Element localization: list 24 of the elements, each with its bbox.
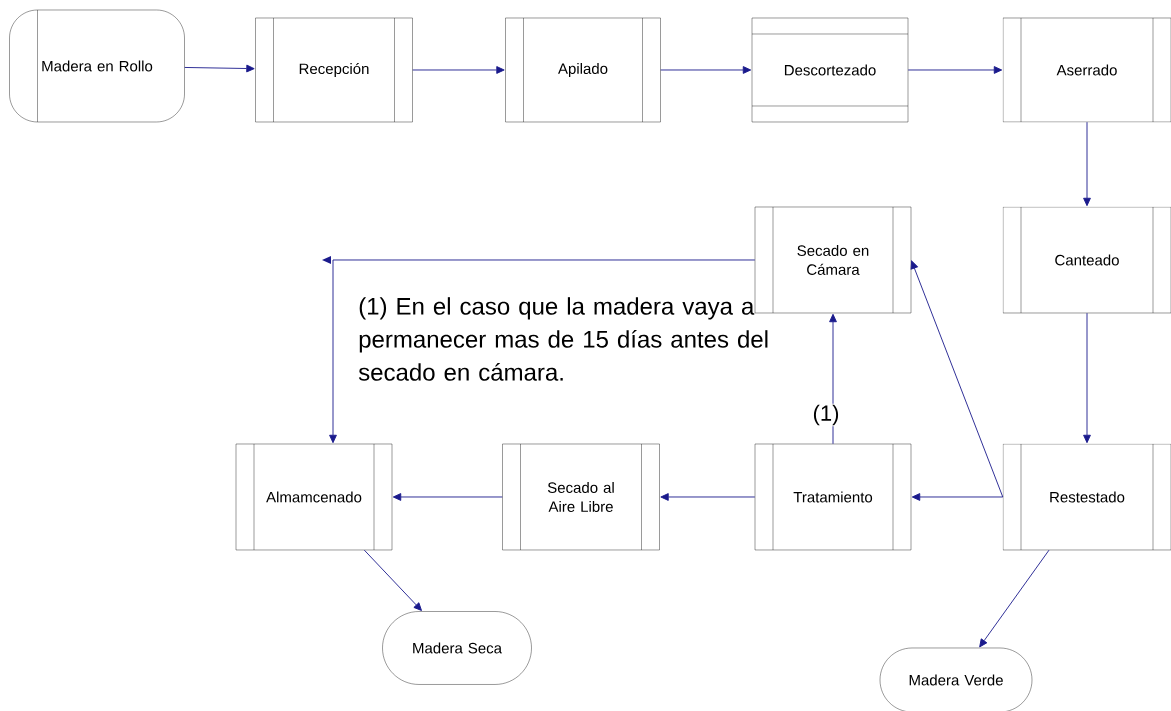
arrow	[979, 549, 1050, 648]
process-box: Restestado	[1002, 443, 1171, 551]
process-box: Secado en Cámara	[754, 206, 912, 314]
process-box: Descortezado	[751, 17, 909, 123]
arrow	[910, 260, 1004, 498]
arrow	[412, 66, 505, 74]
arrow	[911, 493, 1004, 501]
process-box: Canteado	[1002, 206, 1171, 314]
process-box: Secado al Aire Libre	[502, 443, 660, 551]
arrow	[363, 549, 422, 611]
arrow	[184, 64, 255, 73]
arrow	[1083, 121, 1091, 207]
arrow	[660, 493, 756, 501]
process-box: Aserrado	[1002, 17, 1171, 123]
process-box: Almamcenado	[235, 443, 393, 551]
arrow	[1083, 312, 1091, 444]
process-box: Tratamiento	[754, 443, 912, 551]
edge-label: (1)	[811, 403, 841, 427]
arrow	[660, 66, 752, 74]
arrow	[392, 493, 503, 501]
process-box: Recepción	[255, 17, 413, 123]
arrow	[907, 66, 1003, 74]
arrow	[322, 256, 756, 444]
process-box: Apilado	[505, 17, 661, 123]
